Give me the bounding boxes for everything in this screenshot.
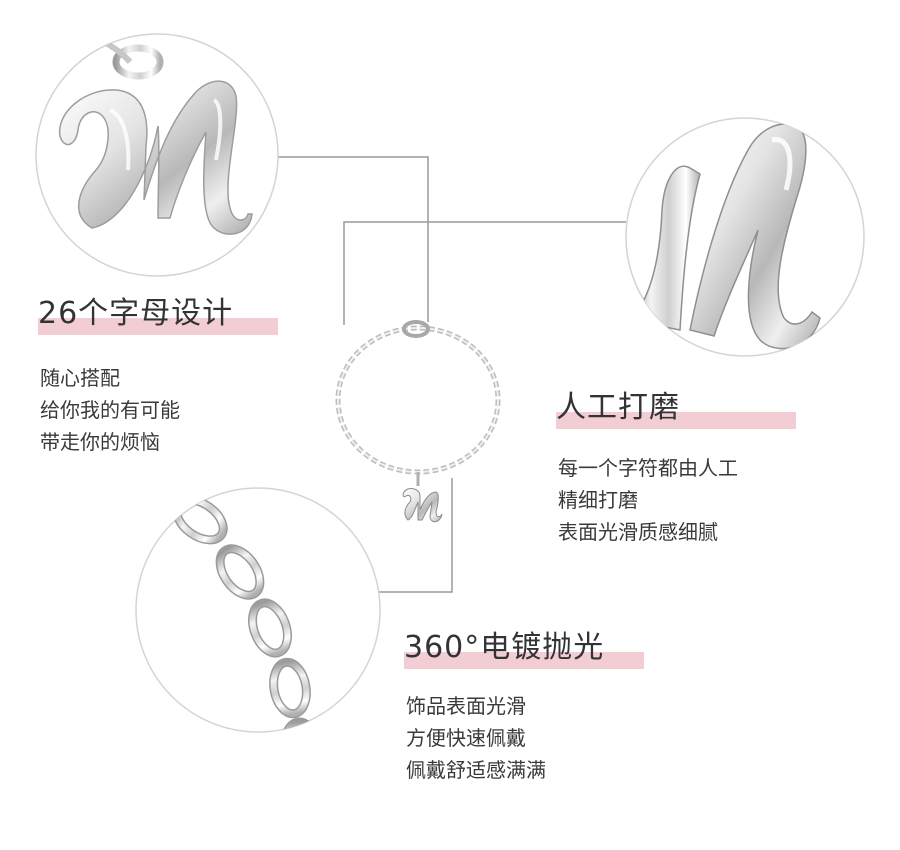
feature-title-text: 人工打磨 [556, 390, 680, 425]
title-underline [38, 318, 278, 335]
feature-hand-polished: 人工打磨 每一个字符都由人工 精细打磨 表面光滑质感细腻 [556, 388, 796, 544]
connector-lines [278, 156, 626, 593]
chain-closeup-circle [135, 487, 381, 733]
feature-description: 每一个字符都由人工 精细打磨 表面光滑质感细腻 [558, 452, 738, 548]
description-line: 表面光滑质感细腻 [558, 520, 718, 544]
description-line: 精细打磨 [558, 488, 638, 512]
description-line: 每一个字符都由人工 [558, 456, 738, 480]
feature-description: 随心搭配 给你我的有可能 带走你的烦恼 [40, 362, 180, 458]
feature-title-text: 26个字母设计 [38, 296, 234, 331]
description-line: 给你我的有可能 [40, 398, 180, 422]
feature-electroplating: 360°电镀抛光 饰品表面光滑 方便快速佩戴 佩戴舒适感满满 [404, 628, 644, 782]
title-underline [556, 412, 796, 429]
description-line: 带走你的烦恼 [40, 430, 160, 454]
description-line: 方便快速佩戴 [406, 726, 526, 750]
feature-title: 人工打磨 [556, 388, 796, 429]
feature-title-text: 360°电镀抛光 [404, 630, 605, 665]
polished-stroke-circle [625, 117, 865, 357]
feature-letter-design: 26个字母设计 随心搭配 给你我的有可能 带走你的烦恼 [38, 294, 278, 454]
description-line: 随心搭配 [40, 366, 120, 390]
bracelet-product-image [335, 320, 501, 523]
letter-m-pendant-circle [35, 33, 279, 277]
title-underline [404, 652, 644, 669]
feature-description: 饰品表面光滑 方便快速佩戴 佩戴舒适感满满 [406, 690, 546, 786]
feature-title: 360°电镀抛光 [404, 628, 644, 669]
feature-title: 26个字母设计 [38, 294, 278, 335]
description-line: 饰品表面光滑 [406, 694, 526, 718]
description-line: 佩戴舒适感满满 [406, 758, 546, 782]
